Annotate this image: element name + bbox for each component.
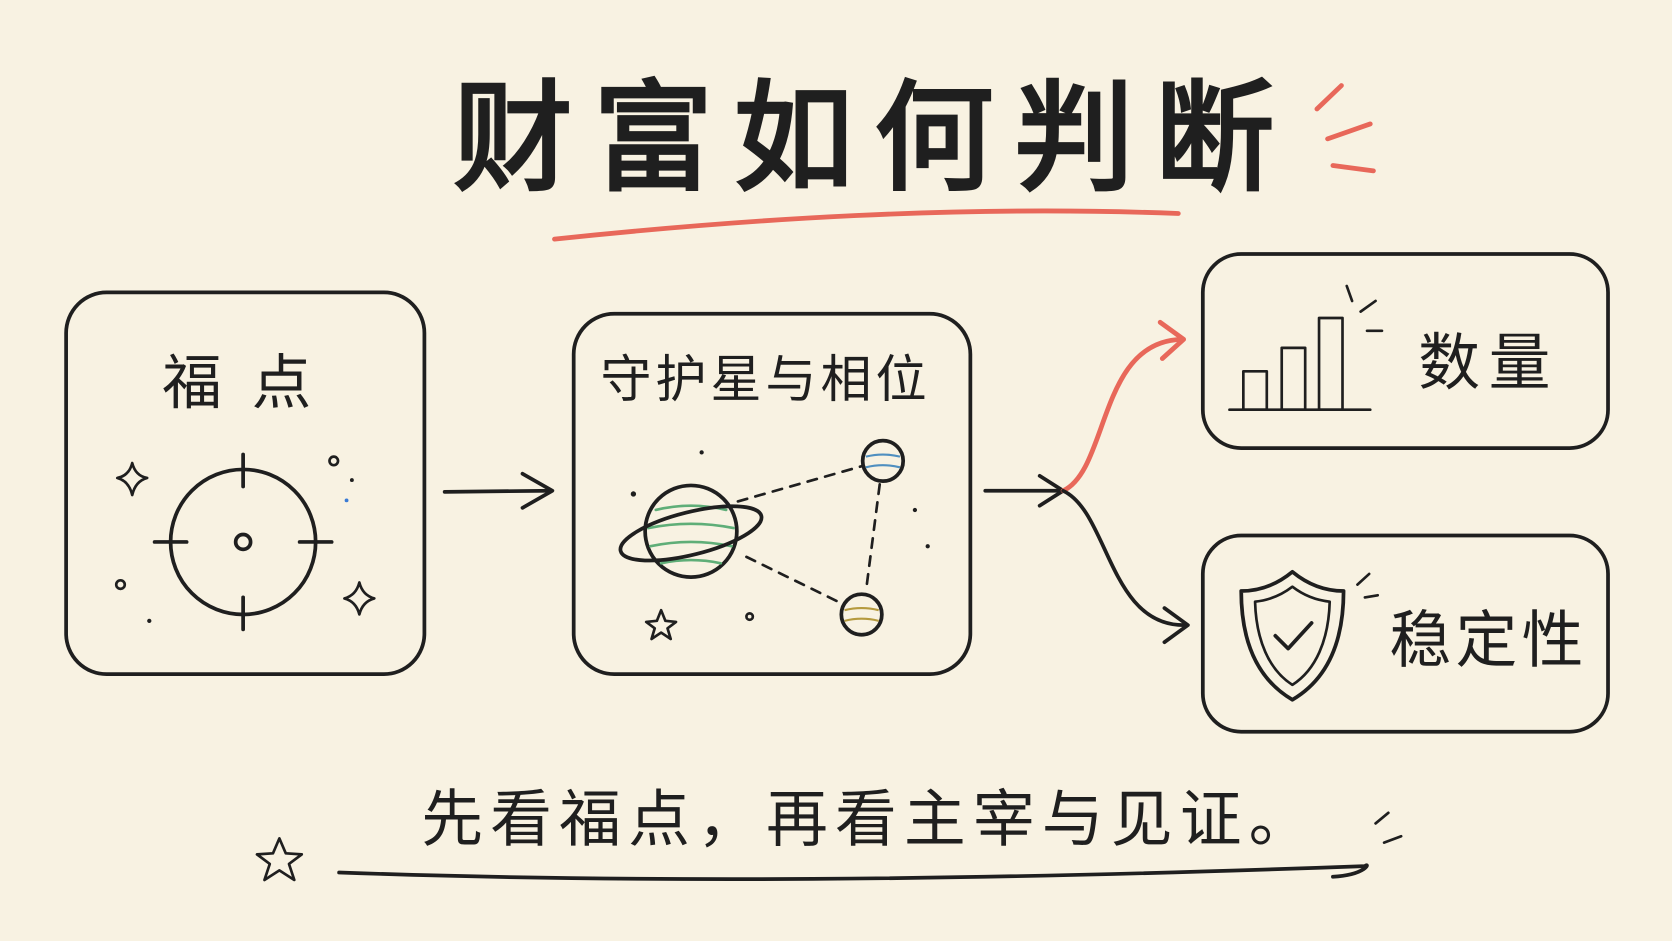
title-underline xyxy=(552,208,1181,242)
arrow-to-wending xyxy=(1061,488,1188,627)
node-fudian-box xyxy=(64,290,427,677)
title-accent-strokes xyxy=(1314,83,1376,174)
arrow-fudian-to-shouhu xyxy=(442,471,555,510)
crosshair-icon xyxy=(152,452,334,632)
footer-star-icon xyxy=(255,837,304,882)
planet-icon xyxy=(643,483,739,579)
shield-check-icon xyxy=(1239,569,1380,702)
footer-underline xyxy=(337,863,1369,882)
footer-accent-strokes xyxy=(1374,811,1403,844)
node-shouhu-box xyxy=(571,311,973,677)
arrow-shouhu-split xyxy=(983,319,1190,645)
planet-aspect-icon xyxy=(618,438,930,641)
planet-blue-icon xyxy=(860,438,906,484)
bar-chart-icon xyxy=(1228,284,1384,412)
planet-yellow-icon xyxy=(839,592,884,637)
node-wending: 稳定性 xyxy=(1200,533,1610,734)
sparkle-icon xyxy=(114,455,376,623)
node-shuliang-box xyxy=(1200,252,1610,450)
node-wending-label: 稳定性 xyxy=(1389,604,1583,676)
star-icon xyxy=(644,608,678,641)
arrow-to-shuliang xyxy=(1060,336,1184,494)
node-wending-box xyxy=(1200,533,1610,734)
footer-caption: 先看福点，再看主宰与见证。 xyxy=(421,784,1310,856)
